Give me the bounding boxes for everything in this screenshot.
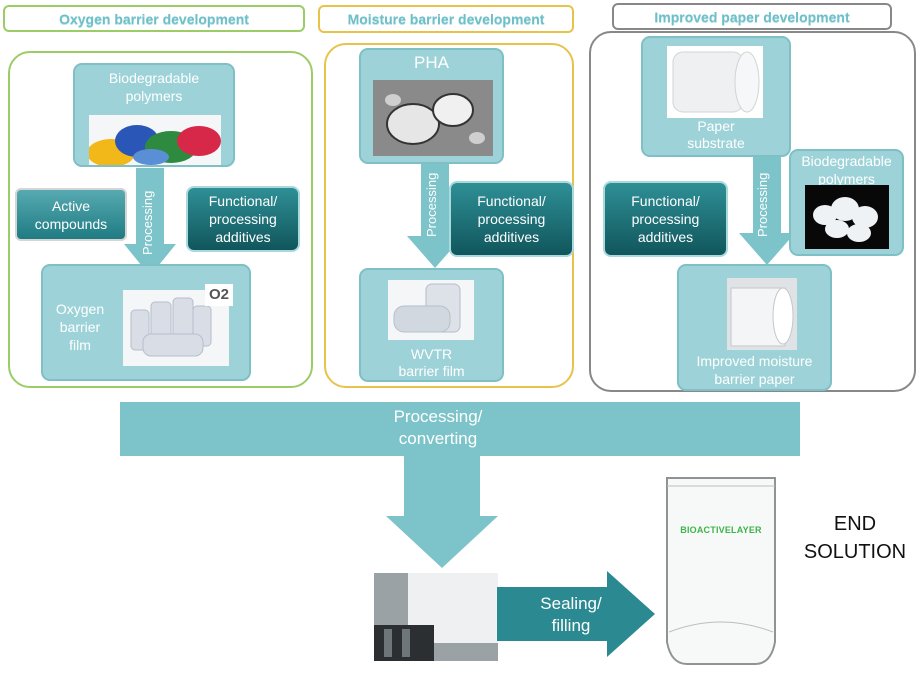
header-paper: Improved paper development bbox=[612, 3, 892, 30]
o2-symbol: O2 bbox=[205, 284, 233, 306]
active-compounds-box: Active compounds bbox=[15, 188, 127, 241]
header-oxygen: Oxygen barrier development bbox=[3, 5, 305, 32]
sealing-label: Sealing/ filling bbox=[540, 594, 602, 635]
white-pellets-image bbox=[805, 185, 889, 249]
pha-box: PHA bbox=[359, 48, 504, 164]
sealing-arrow bbox=[497, 571, 655, 657]
biodegradable-polymers-label: Biodegradable polymers bbox=[108, 70, 200, 104]
stand-up-pouch-image bbox=[666, 477, 776, 665]
paper-rolls-image bbox=[727, 278, 797, 350]
functional-additives-box-oxygen: Functional/ processing additives bbox=[186, 186, 300, 252]
improved-paper-box: Improved moisture barrier paper bbox=[677, 264, 832, 391]
wvtr-film-image bbox=[388, 280, 474, 340]
biodegradable-polymers-box-paper: Biodegradable polymers bbox=[789, 149, 904, 256]
oxygen-barrier-film-box: Oxygen barrier film O2 bbox=[41, 264, 251, 381]
oxygen-barrier-film-label: Oxygen barrier film bbox=[55, 301, 105, 353]
processing-arrow-paper bbox=[739, 155, 795, 265]
processing-label-oxygen: Processing bbox=[140, 190, 155, 256]
paper-roll-image bbox=[667, 46, 763, 118]
improved-paper-label: Improved moisture barrier paper bbox=[696, 353, 813, 387]
paper-substrate-box: Paper substrate bbox=[641, 36, 791, 157]
converting-label: Processing/ converting bbox=[393, 407, 483, 448]
polymer-pellets-image bbox=[89, 115, 221, 165]
film-roll-machine-image bbox=[374, 573, 498, 661]
functional-additives-box-moisture: Functional/ processing additives bbox=[449, 181, 574, 257]
processing-label-moisture: Processing bbox=[424, 172, 439, 238]
biodegradable-polymers-label-paper: Biodegradable polymers bbox=[801, 153, 892, 187]
pha-micrograph-image bbox=[373, 80, 493, 156]
paper-substrate-label: Paper substrate bbox=[687, 118, 745, 151]
wvtr-film-box: WVTR barrier film bbox=[359, 268, 504, 382]
biodegradable-polymers-box: Biodegradable polymers bbox=[73, 63, 235, 167]
bag-label: BIOACTIVELAYER bbox=[680, 525, 762, 535]
converting-arrow bbox=[120, 402, 800, 568]
end-solution-label: END SOLUTION bbox=[803, 513, 907, 563]
functional-additives-box-paper: Functional/ processing additives bbox=[603, 181, 728, 257]
wvtr-film-label: WVTR barrier film bbox=[398, 346, 465, 379]
processing-label-paper: Processing bbox=[755, 172, 770, 238]
processing-arrow-oxygen bbox=[124, 168, 176, 276]
pha-label: PHA bbox=[414, 53, 449, 72]
header-moisture: Moisture barrier development bbox=[318, 5, 574, 33]
